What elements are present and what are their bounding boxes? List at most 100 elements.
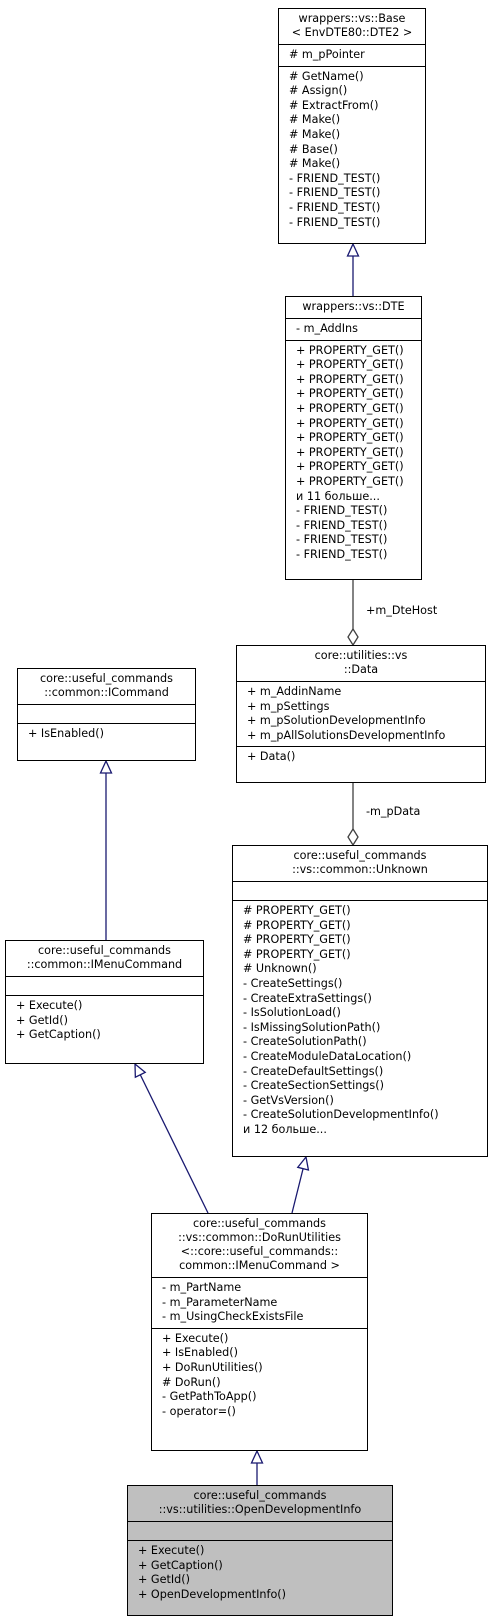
class-method[interactable]: + PROPERTY_GET() xyxy=(296,445,404,459)
class-method[interactable]: + PROPERTY_GET() xyxy=(296,474,404,488)
class-title: wrappers::vs::Base< EnvDTE80::DTE2 > xyxy=(279,9,425,44)
class-method[interactable]: + PROPERTY_GET() xyxy=(296,343,404,357)
class-method[interactable]: + IsEnabled() xyxy=(28,727,104,740)
class-method[interactable]: + IsEnabled() xyxy=(162,1346,238,1360)
class-method[interactable]: и 12 больше... xyxy=(243,1122,327,1136)
edge-data-dte-diamond xyxy=(347,627,359,647)
class-data[interactable]: core::utilities::vs::Data+ m_AddinName+ … xyxy=(236,645,486,783)
class-title: core::useful_commands::common::IMenuComm… xyxy=(6,941,203,976)
class-method[interactable]: - CreateExtraSettings() xyxy=(243,991,372,1005)
class-title-line: common::IMenuCommand > xyxy=(179,1259,340,1272)
class-method[interactable]: - FRIEND_TEST() xyxy=(289,186,381,200)
class-title-line: ::vs::common::Unknown xyxy=(292,863,428,876)
attributes-section xyxy=(18,704,195,723)
class-method[interactable]: + PROPERTY_GET() xyxy=(296,387,404,401)
class-method[interactable]: - FRIEND_TEST() xyxy=(296,504,388,518)
class-method[interactable]: + GetCaption() xyxy=(16,1028,101,1042)
class-title-line: ::vs::utilities::OpenDevelopmentInfo xyxy=(158,1503,362,1516)
class-attribute[interactable]: + m_pSolutionDevelopmentInfo xyxy=(247,714,426,728)
class-method[interactable]: # DoRun() xyxy=(162,1375,221,1389)
class-method[interactable]: + PROPERTY_GET() xyxy=(296,416,404,430)
class-method[interactable]: - FRIEND_TEST() xyxy=(296,518,388,532)
class-method[interactable]: - CreateSettings() xyxy=(243,976,343,990)
class-method[interactable]: + OpenDevelopmentInfo() xyxy=(138,1587,287,1601)
class-title: core::useful_commands::vs::common::Unkno… xyxy=(233,846,487,881)
class-attribute[interactable]: - m_UsingCheckExistsFile xyxy=(162,1310,304,1324)
class-method[interactable]: + DoRunUtilities() xyxy=(162,1360,263,1374)
class-base[interactable]: wrappers::vs::Base< EnvDTE80::DTE2 ># m_… xyxy=(278,8,426,244)
class-method[interactable]: - FRIEND_TEST() xyxy=(289,215,381,229)
class-method[interactable]: - GetPathToApp() xyxy=(162,1390,257,1404)
edge-imenucommand-icommand-arrowhead xyxy=(99,759,113,774)
class-attribute[interactable]: - m_ParameterName xyxy=(162,1295,278,1309)
class-open-development-info[interactable]: core::useful_commands::vs::utilities::Op… xyxy=(127,1485,393,1616)
methods-section: + Execute()+ GetCaption()+ GetId()+ Open… xyxy=(128,1540,392,1605)
class-method[interactable]: # Make() xyxy=(289,157,341,171)
class-attribute[interactable]: - m_PartName xyxy=(162,1281,242,1294)
methods-section: + IsEnabled() xyxy=(18,723,195,745)
class-method[interactable]: + PROPERTY_GET() xyxy=(296,372,404,386)
class-method[interactable]: - FRIEND_TEST() xyxy=(296,547,388,561)
class-method[interactable]: # PROPERTY_GET() xyxy=(243,918,351,932)
class-method[interactable]: # PROPERTY_GET() xyxy=(243,933,351,947)
class-title-line: ::common::IMenuCommand xyxy=(26,958,183,971)
class-method[interactable]: # Unknown() xyxy=(243,962,317,976)
class-method[interactable]: - FRIEND_TEST() xyxy=(289,200,381,214)
class-method[interactable]: + PROPERTY_GET() xyxy=(296,358,404,372)
attributes-section: + m_AddinName+ m_pSettings+ m_pSolutionD… xyxy=(237,681,485,746)
class-method[interactable]: + GetId() xyxy=(138,1573,190,1587)
class-method[interactable]: + GetId() xyxy=(16,1013,68,1027)
class-title-line: wrappers::vs::DTE xyxy=(302,300,405,313)
class-method[interactable]: # PROPERTY_GET() xyxy=(243,904,351,917)
class-method[interactable]: - FRIEND_TEST() xyxy=(296,533,388,547)
class-method[interactable]: # PROPERTY_GET() xyxy=(243,947,351,961)
edge-label-dte-host: +m_DteHost xyxy=(366,604,438,617)
class-method[interactable]: + Execute() xyxy=(16,999,83,1012)
class-method[interactable]: # ExtractFrom() xyxy=(289,98,379,112)
class-title-line: core::useful_commands xyxy=(40,672,173,685)
class-unknown[interactable]: core::useful_commands::vs::common::Unkno… xyxy=(232,845,488,1157)
class-method[interactable]: - operator=() xyxy=(162,1404,236,1418)
class-attribute[interactable]: - m_AddIns xyxy=(296,322,358,335)
class-title: wrappers::vs::DTE xyxy=(286,297,421,318)
class-method[interactable]: - CreateSectionSettings() xyxy=(243,1079,384,1093)
class-method[interactable]: + PROPERTY_GET() xyxy=(296,401,404,415)
class-method[interactable]: + PROPERTY_GET() xyxy=(296,460,404,474)
methods-section: # GetName()# Assign()# ExtractFrom()# Ma… xyxy=(279,65,425,234)
methods-section: + PROPERTY_GET()+ PROPERTY_GET()+ PROPER… xyxy=(286,339,421,566)
class-attribute[interactable]: # m_pPointer xyxy=(289,48,365,61)
class-method[interactable]: - CreateDefaultSettings() xyxy=(243,1064,384,1078)
class-attribute[interactable]: + m_pAllSolutionsDevelopmentInfo xyxy=(247,728,446,742)
class-method[interactable]: - CreateSolutionPath() xyxy=(243,1035,367,1049)
class-method[interactable]: # Make() xyxy=(289,127,341,141)
class-method[interactable]: - IsSolutionLoad() xyxy=(243,1006,341,1020)
attributes-section xyxy=(128,1521,392,1540)
class-title-line: core::useful_commands xyxy=(193,1217,326,1230)
class-attribute[interactable]: + m_AddinName xyxy=(247,685,342,698)
class-method[interactable]: # Base() xyxy=(289,142,338,156)
class-method[interactable]: - CreateSolutionDevelopmentInfo() xyxy=(243,1108,439,1122)
class-method[interactable]: + Execute() xyxy=(162,1331,229,1345)
class-method[interactable]: + Data() xyxy=(247,750,296,764)
class-method[interactable]: # Assign() xyxy=(289,84,348,98)
class-dte[interactable]: wrappers::vs::DTE- m_AddIns+ PROPERTY_GE… xyxy=(285,296,422,580)
class-dorun-utilities[interactable]: core::useful_commands::vs::common::DoRun… xyxy=(151,1213,368,1451)
attributes-section xyxy=(6,976,203,995)
class-method[interactable]: + PROPERTY_GET() xyxy=(296,431,404,445)
class-attribute[interactable]: + m_pSettings xyxy=(247,699,330,713)
class-method[interactable]: - FRIEND_TEST() xyxy=(289,171,381,185)
class-method[interactable]: + GetCaption() xyxy=(138,1558,223,1572)
edge-dorun-unknown-arrowhead xyxy=(296,1155,310,1171)
class-icommand[interactable]: core::useful_commands::common::ICommand+… xyxy=(17,668,196,761)
class-title-line: < EnvDTE80::DTE2 > xyxy=(291,26,413,39)
class-method[interactable]: + Execute() xyxy=(138,1544,205,1557)
class-title-line: wrappers::vs::Base xyxy=(298,12,406,25)
class-method[interactable]: - GetVsVersion() xyxy=(243,1093,334,1107)
class-method[interactable]: и 11 больше... xyxy=(296,489,380,503)
class-method[interactable]: # Make() xyxy=(289,113,341,127)
class-method[interactable]: - IsMissingSolutionPath() xyxy=(243,1020,381,1034)
class-title-line: core::useful_commands xyxy=(193,1489,327,1502)
class-method[interactable]: - CreateModuleDataLocation() xyxy=(243,1049,412,1063)
class-method[interactable]: # GetName() xyxy=(289,69,364,83)
class-imenucommand[interactable]: core::useful_commands::common::IMenuComm… xyxy=(5,940,204,1064)
